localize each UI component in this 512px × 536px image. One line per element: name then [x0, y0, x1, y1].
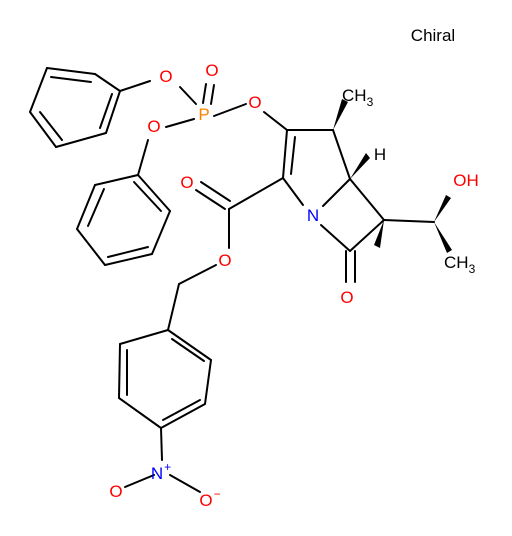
wedge-side-chain [374, 220, 384, 248]
wedge-hydroxyethyl-methyl [434, 222, 452, 253]
atom-o-phosphoryl: O [205, 61, 218, 80]
phosphate-bonds [165, 83, 247, 128]
atom-lactam-o: O [340, 288, 353, 307]
atom-hydroxyethyl-methyl: CH3 [444, 253, 476, 276]
wedge-methyl [333, 99, 348, 130]
wedge-hydroxyl [434, 195, 451, 222]
atom-o-phenoxy-1: O [159, 67, 172, 86]
atom-o-phosphate-link: O [248, 93, 261, 112]
atom-nitro-n: N+ [151, 460, 171, 483]
atom-ester-o: O [218, 251, 231, 270]
nitrobenzyl-ring [118, 283, 212, 493]
atom-phosphorus: P [198, 105, 209, 124]
atom-nitro-o-2: O− [199, 487, 220, 510]
atom-hydroxyl: OH [453, 171, 479, 190]
phenyl-ring-2 [76, 139, 171, 266]
phenyl-ring-1 [29, 67, 151, 148]
stereo-label: Chiral [411, 26, 455, 45]
atom-methyl: CH3 [342, 86, 374, 109]
wedge-h [350, 153, 370, 179]
atom-ring-fusion-h: H [374, 145, 386, 164]
atom-ester-carbonyl-o: O [180, 173, 193, 192]
atom-o-phenoxy-2: O [147, 117, 160, 136]
carbapenem-core [178, 111, 435, 285]
atom-nitrogen: N [307, 206, 319, 225]
atom-nitro-o-1: O [109, 482, 122, 501]
